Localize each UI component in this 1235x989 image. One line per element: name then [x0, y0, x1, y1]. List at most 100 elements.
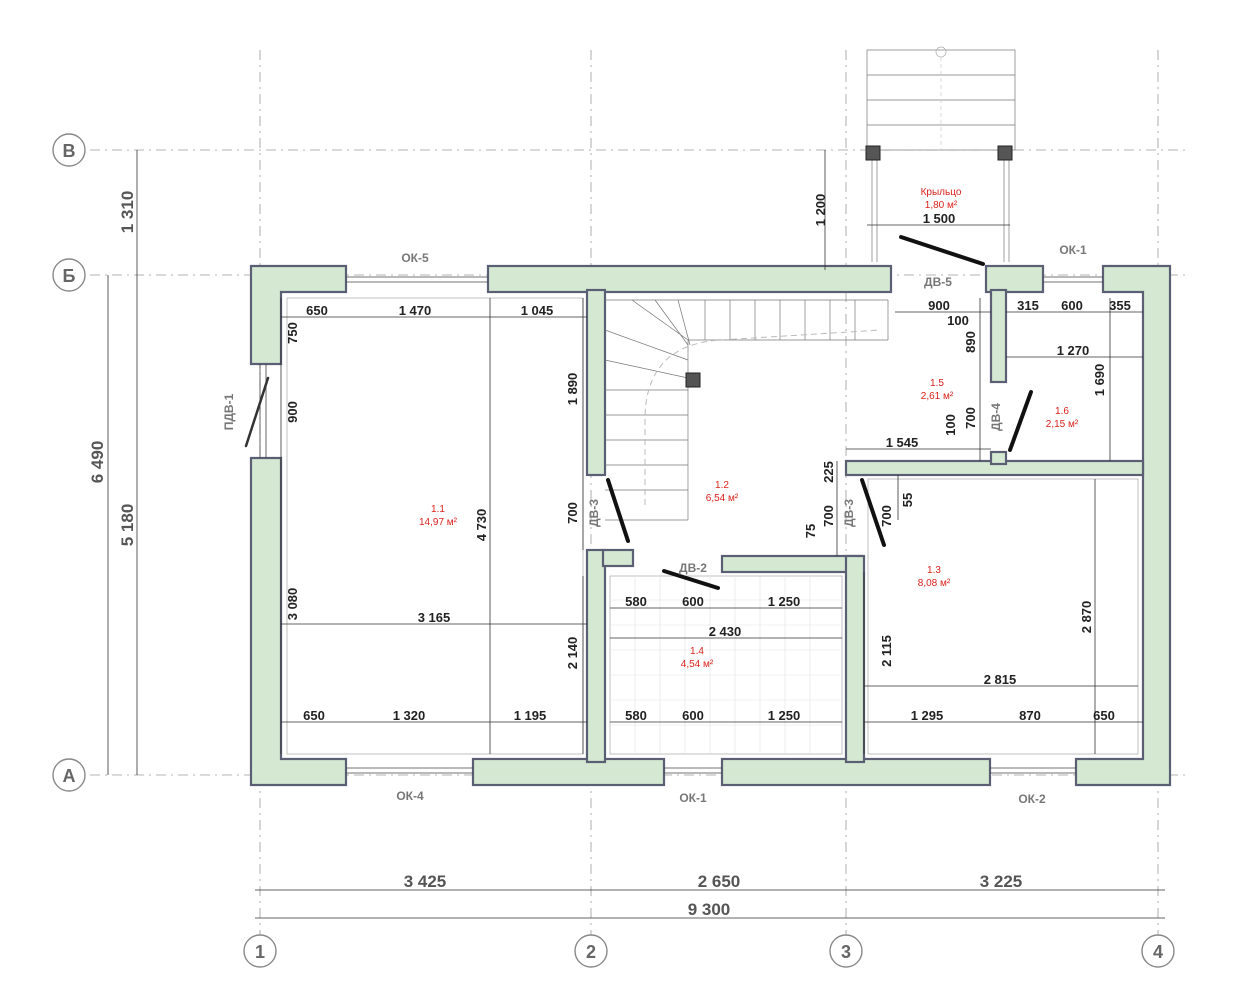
door-dv2 — [662, 569, 720, 590]
axis-label-1: 1 — [255, 942, 265, 962]
dim-1195: 1 195 — [514, 708, 547, 723]
mark-dv5: ДВ-5 — [924, 275, 952, 289]
dim-2815: 2 815 — [984, 672, 1017, 687]
dim-1470: 1 470 — [399, 303, 432, 318]
windows — [259, 276, 1103, 774]
dim-750: 750 — [285, 322, 300, 344]
dim-600-ok1: 600 — [1061, 298, 1083, 313]
room-porch-area: 1,80 м² — [925, 200, 958, 211]
dim-3165: 3 165 — [418, 610, 451, 625]
dim-100-top: 100 — [947, 313, 969, 328]
axis-label-4: 4 — [1153, 942, 1163, 962]
staircase — [604, 299, 889, 521]
room-1-2-area: 6,54 м² — [706, 493, 739, 504]
dim-600-bottom: 600 — [682, 708, 704, 723]
dim-2870: 2 870 — [1079, 601, 1094, 634]
dim-700-dv3: 700 — [565, 502, 580, 524]
dim-left-bv: 1 310 — [118, 191, 137, 234]
dim-580-bottom: 580 — [625, 708, 647, 723]
door-dv3-right — [860, 478, 886, 547]
dim-1320: 1 320 — [393, 708, 426, 723]
axis-label-b: Б — [63, 266, 76, 286]
room-1-5-id: 1.5 — [930, 378, 944, 389]
dim-700-room13: 700 — [879, 505, 894, 527]
mark-dv2: ДВ-2 — [679, 561, 707, 575]
mark-ok2: ОК-2 — [1018, 792, 1046, 806]
mark-pdv1: ПДВ-1 — [222, 393, 236, 430]
dim-355: 355 — [1109, 298, 1131, 313]
dim-1045: 1 045 — [521, 303, 554, 318]
dim-1250-bottom: 1 250 — [768, 708, 801, 723]
dim-1295: 1 295 — [911, 708, 944, 723]
dim-75: 75 — [803, 524, 818, 538]
dim-2115: 2 115 — [879, 635, 894, 667]
dim-overall-1-2: 3 425 — [404, 872, 447, 891]
room-1-5-area: 2,61 м² — [921, 391, 954, 402]
mark-ok5: ОК-5 — [401, 251, 429, 265]
room-1-3-id: 1.3 — [927, 565, 941, 576]
dim-left-outer: 6 490 — [88, 441, 107, 484]
dim-700-dv4: 700 — [963, 407, 978, 429]
mark-dv3-right: ДВ-3 — [842, 499, 856, 527]
dim-890: 890 — [963, 331, 978, 353]
porch — [865, 46, 1016, 262]
dim-55: 55 — [900, 493, 915, 507]
doors — [244, 235, 1033, 590]
mark-ok1-top: ОК-1 — [1059, 243, 1087, 257]
room-1-3-area: 8,08 м² — [918, 578, 951, 589]
door-pdv1 — [244, 376, 270, 448]
mark-dv4: ДВ-4 — [989, 403, 1003, 431]
overall-dimension-lines — [107, 150, 1165, 919]
room-1-1-id: 1.1 — [431, 504, 445, 515]
mark-dv3-left: ДВ-3 — [587, 499, 601, 527]
dim-1270: 1 270 — [1057, 343, 1090, 358]
dim-315: 315 — [1017, 298, 1039, 313]
dim-1890: 1 890 — [565, 373, 580, 406]
dim-3080: 3 080 — [285, 588, 300, 621]
room-1-4-id: 1.4 — [690, 646, 704, 657]
dim-overall-3-4: 3 225 — [980, 872, 1023, 891]
dim-2430: 2 430 — [709, 624, 742, 639]
dim-1250-top: 1 250 — [768, 594, 801, 609]
room-1-4-area: 4,54 м² — [681, 659, 714, 670]
room-1-2-id: 1.2 — [715, 480, 729, 491]
door-dv4 — [1008, 390, 1033, 452]
dim-overall-total: 9 300 — [688, 900, 731, 919]
dim-1200: 1 200 — [813, 194, 828, 227]
dim-600-top: 600 — [682, 594, 704, 609]
interior-dimension-lines — [280, 224, 1143, 754]
dim-overall-2-3: 2 650 — [698, 872, 741, 891]
axis-markers: В Б А 1 2 3 4 — [52, 133, 1175, 968]
axis-label-a: А — [63, 766, 76, 786]
mark-ok1-bottom: ОК-1 — [679, 791, 707, 805]
dim-870: 870 — [1019, 708, 1041, 723]
dim-1690: 1 690 — [1092, 364, 1107, 397]
axis-label-3: 3 — [841, 942, 851, 962]
dim-100-side: 100 — [943, 414, 958, 436]
dim-650-bottom: 650 — [303, 708, 325, 723]
axis-label-2: 2 — [586, 942, 596, 962]
door-dv5 — [899, 235, 985, 266]
dim-left-ab: 5 180 — [118, 504, 137, 547]
exterior-walls — [249, 264, 1172, 787]
dim-900-hall: 900 — [928, 298, 950, 313]
axis-label-v: В — [63, 141, 76, 161]
dim-580-top: 580 — [625, 594, 647, 609]
mark-ok4: ОК-4 — [396, 789, 424, 803]
room-1-6-area: 2,15 м² — [1046, 419, 1079, 430]
door-dv3-left — [606, 478, 630, 543]
dim-4730: 4 730 — [474, 509, 489, 542]
dim-700-dv3-right: 700 — [821, 505, 836, 527]
room-1-6-id: 1.6 — [1055, 406, 1069, 417]
room-porch-id: Крыльцо — [921, 187, 962, 198]
room-1-1-area: 14,97 м² — [419, 517, 458, 528]
dim-1545: 1 545 — [886, 435, 919, 450]
dim-2140: 2 140 — [565, 637, 580, 670]
dim-650-right: 650 — [1093, 708, 1115, 723]
dim-900-left: 900 — [285, 401, 300, 423]
dim-225: 225 — [821, 461, 836, 483]
dim-650-top: 650 — [306, 303, 328, 318]
tile-grid — [610, 576, 842, 754]
dim-1500: 1 500 — [923, 211, 956, 226]
